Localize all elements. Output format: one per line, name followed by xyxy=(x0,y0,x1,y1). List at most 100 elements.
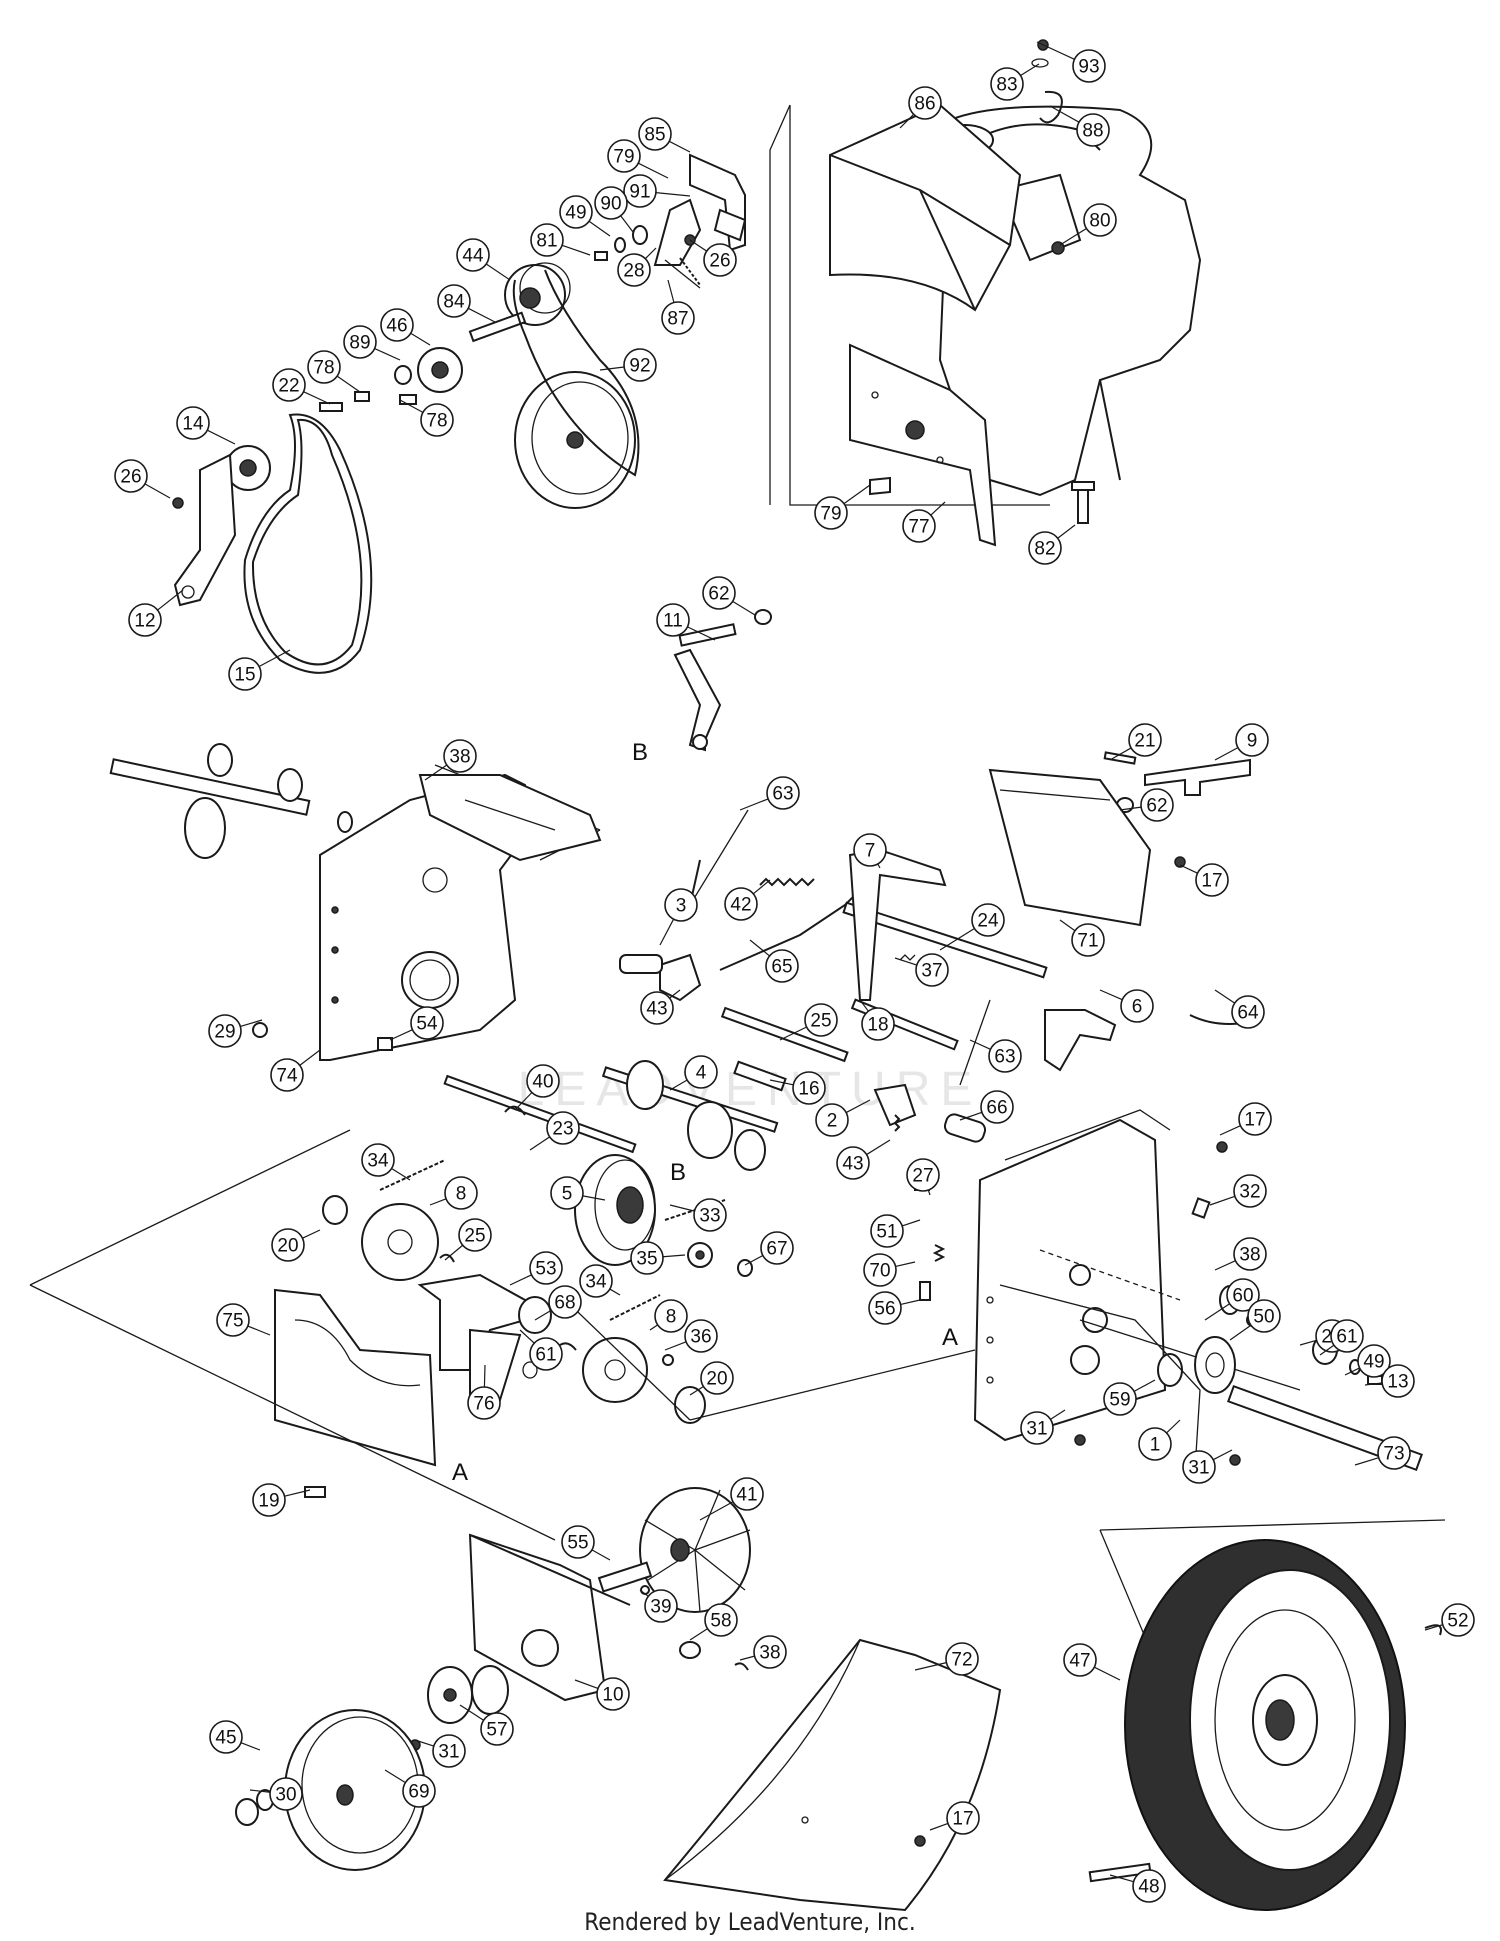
callout-circle xyxy=(945,1642,979,1676)
leader-line xyxy=(284,1489,311,1497)
callout-part-43: 43 xyxy=(836,1139,891,1180)
leader-line xyxy=(599,366,625,371)
leader-line xyxy=(414,1739,434,1747)
leader-line xyxy=(1229,1324,1252,1341)
callout-number: 49 xyxy=(565,203,586,224)
leader-line xyxy=(1133,1379,1156,1392)
leader-line xyxy=(1059,227,1087,246)
drive-pulley-assembly xyxy=(172,153,747,674)
callout-circle xyxy=(559,195,593,229)
leader-line xyxy=(485,263,511,281)
callout-circle xyxy=(1247,1299,1281,1333)
leader-line xyxy=(410,332,431,346)
callout-number: 52 xyxy=(1447,1611,1468,1632)
callout-circle xyxy=(546,1111,580,1145)
callout-circle xyxy=(208,1014,242,1048)
callout-circle xyxy=(410,1006,444,1040)
callout-part-84: 84 xyxy=(437,284,496,323)
callout-part-25: 25 xyxy=(779,1003,838,1041)
callout-circle xyxy=(252,1483,286,1517)
leader-line xyxy=(1344,1367,1360,1376)
callout-part-63: 63 xyxy=(969,1039,1022,1073)
leader-line xyxy=(459,1704,484,1721)
callout-number: 4 xyxy=(696,1063,707,1084)
leader-line xyxy=(1354,1457,1379,1466)
shift-arm xyxy=(673,609,772,752)
callout-circle xyxy=(765,949,799,983)
callout-number: 87 xyxy=(667,309,688,330)
leader-line xyxy=(1214,1260,1236,1271)
callout-circle xyxy=(1381,1364,1415,1398)
leader-line xyxy=(689,1628,708,1641)
leader-line xyxy=(240,1019,263,1028)
callout-part-33: 33 xyxy=(669,1198,727,1232)
leader-line xyxy=(900,1299,921,1306)
leader-line xyxy=(1109,1874,1134,1883)
callout-number: 9 xyxy=(1247,731,1258,752)
callout-circle xyxy=(437,284,471,318)
leader-line xyxy=(644,247,657,260)
callout-circle xyxy=(272,368,306,402)
leader-line xyxy=(483,1364,486,1388)
callout-number: 59 xyxy=(1109,1390,1130,1411)
callout-circle xyxy=(656,603,690,637)
callout-circle xyxy=(863,1253,897,1287)
leader-line xyxy=(687,626,716,641)
reference-letter-b: B xyxy=(670,1159,686,1186)
leader-line xyxy=(247,1325,271,1336)
leader-line xyxy=(689,1386,704,1396)
callout-number: 35 xyxy=(636,1249,657,1270)
callout-part-90: 90 xyxy=(594,186,634,233)
leader-line xyxy=(843,484,871,505)
leader-line xyxy=(429,1198,447,1206)
callout-number: 8 xyxy=(456,1184,467,1205)
callout-number: 65 xyxy=(771,957,792,978)
callout-circle xyxy=(1441,1603,1475,1637)
callout-part-47: 47 xyxy=(1063,1643,1121,1681)
leader-line xyxy=(930,501,946,516)
callout-number: 43 xyxy=(842,1154,863,1175)
callout-part-32: 32 xyxy=(1209,1174,1267,1208)
callout-circle xyxy=(915,953,949,987)
callout-part-13: 13 xyxy=(1364,1364,1415,1398)
group-boundary-lines xyxy=(29,1129,1446,1816)
callout-number: 40 xyxy=(532,1072,553,1093)
callout-number: 83 xyxy=(996,75,1017,96)
callout-number: 17 xyxy=(952,1809,973,1830)
callout-part-15: 15 xyxy=(228,649,291,691)
callout-part-29: 29 xyxy=(208,1014,263,1048)
callout-part-38: 38 xyxy=(739,1635,787,1669)
leader-line xyxy=(1214,989,1236,1004)
callout-part-91: 91 xyxy=(623,174,691,208)
leader-line xyxy=(467,307,496,323)
callout-circle xyxy=(1083,203,1117,237)
callout-number: 62 xyxy=(1146,796,1167,817)
callout-circle xyxy=(550,1176,584,1210)
callout-circle xyxy=(870,1214,904,1248)
callout-circle xyxy=(114,459,148,493)
callout-part-19: 19 xyxy=(252,1483,311,1517)
left-frame-assembly xyxy=(109,743,602,1061)
leader-line xyxy=(1109,747,1132,761)
callout-part-30: 30 xyxy=(249,1777,303,1811)
callout-number: 20 xyxy=(706,1369,727,1390)
callout-circle xyxy=(684,1055,718,1089)
callout-number: 47 xyxy=(1069,1651,1090,1672)
leader-line xyxy=(157,589,184,611)
callout-part-42: 42 xyxy=(724,879,771,921)
callout-circle xyxy=(1226,1278,1260,1312)
callout-circle xyxy=(1357,1344,1391,1378)
callout-number: 80 xyxy=(1089,211,1110,232)
callout-circle xyxy=(269,1777,303,1811)
callout-circle xyxy=(1231,995,1265,1029)
callout-part-39: 39 xyxy=(639,1589,678,1623)
leader-line xyxy=(303,391,331,405)
callout-part-34: 34 xyxy=(361,1143,411,1181)
leader-line xyxy=(299,1049,321,1066)
leader-line xyxy=(899,113,915,129)
callout-part-34: 34 xyxy=(579,1264,621,1298)
callout-part-49: 49 xyxy=(559,195,611,237)
callout-circle xyxy=(630,1241,664,1275)
callout-number: 14 xyxy=(182,414,204,435)
